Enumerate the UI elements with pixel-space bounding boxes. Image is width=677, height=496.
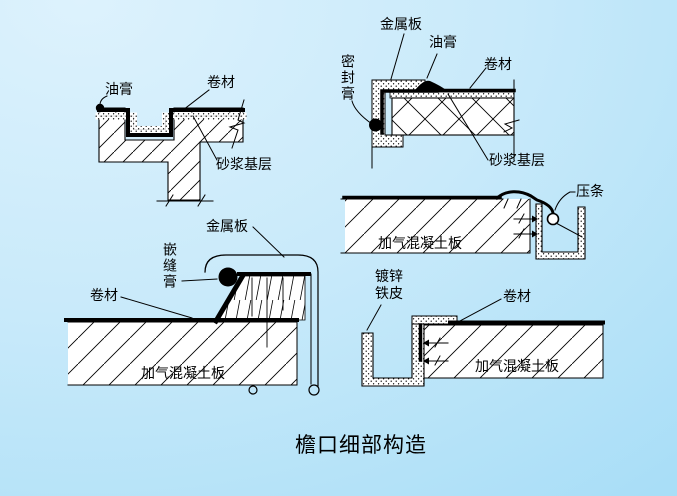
label-aerated-concrete: 加气混凝土板 [378,237,462,252]
label-membrane: 卷材 [207,76,235,91]
leader-joint-sealant [181,278,218,282]
label-mortar-base: 砂浆基层 [216,158,272,173]
label-metal-plate: 金属板 [206,220,248,235]
metal-plate-outline [204,254,319,387]
leader-membrane [120,296,193,319]
oil-paste-mound [415,80,446,90]
joint-sealant-blob [218,267,238,287]
leader-sealant [351,100,373,125]
leader-membrane [469,67,487,89]
label-membrane: 卷材 [484,58,512,73]
oil-paste-blob [95,103,105,113]
label-metal-plate: 金属板 [380,18,422,33]
sealant-blob [369,118,382,132]
label-aerated-concrete: 加气混凝土板 [475,360,559,375]
fixing-pins [503,198,522,209]
label-membrane: 卷材 [503,290,531,305]
gutter-section [361,321,425,387]
plate-bottom-curl [308,384,320,396]
leader-galvanized-sheet [366,304,382,331]
label-batten: 压条 [576,185,604,200]
leader-mortar-base [192,115,218,161]
fixing-arrows [513,213,538,239]
label-mortar-base: 砂浆基层 [489,154,545,169]
membrane-upturn [212,273,246,325]
leader-batten-2 [555,222,583,238]
leader-membrane [459,298,502,322]
label-membrane: 卷材 [90,289,118,304]
label-sealant: 密封膏 [339,54,354,102]
leader-batten [554,191,576,211]
diagram-gutter-recess [95,89,247,207]
label-joint-sealant: 嵌缝膏 [161,242,176,290]
slide-title: 檐口细部构造 [295,433,427,457]
diagram-metal-edge [351,33,520,169]
leader-membrane [182,89,210,111]
membrane-wrap [494,190,555,215]
label-oil-paste: 油膏 [105,83,133,98]
sheet-cap [411,315,458,325]
diagram-batten-channel [340,190,586,260]
batten-roll [546,212,560,226]
fixing-hook [248,385,258,395]
fixing-arrows [423,337,449,366]
metal-plate-line [380,89,439,135]
diagram-wrapped-cap [64,226,320,396]
diagram-galvanized-gutter [361,298,605,387]
label-aerated-concrete: 加气混凝土板 [141,367,225,382]
leader-metal-plate [390,33,405,80]
leader-oil-paste [426,53,438,79]
leader-mortar-base [447,93,489,161]
leader-metal-plate [252,226,285,258]
label-oil-paste: 油膏 [429,36,457,51]
label-galvanized-sheet: 镀锌铁皮 [375,270,403,302]
channel-gutter [535,203,586,260]
leader-oil-paste [99,95,108,106]
